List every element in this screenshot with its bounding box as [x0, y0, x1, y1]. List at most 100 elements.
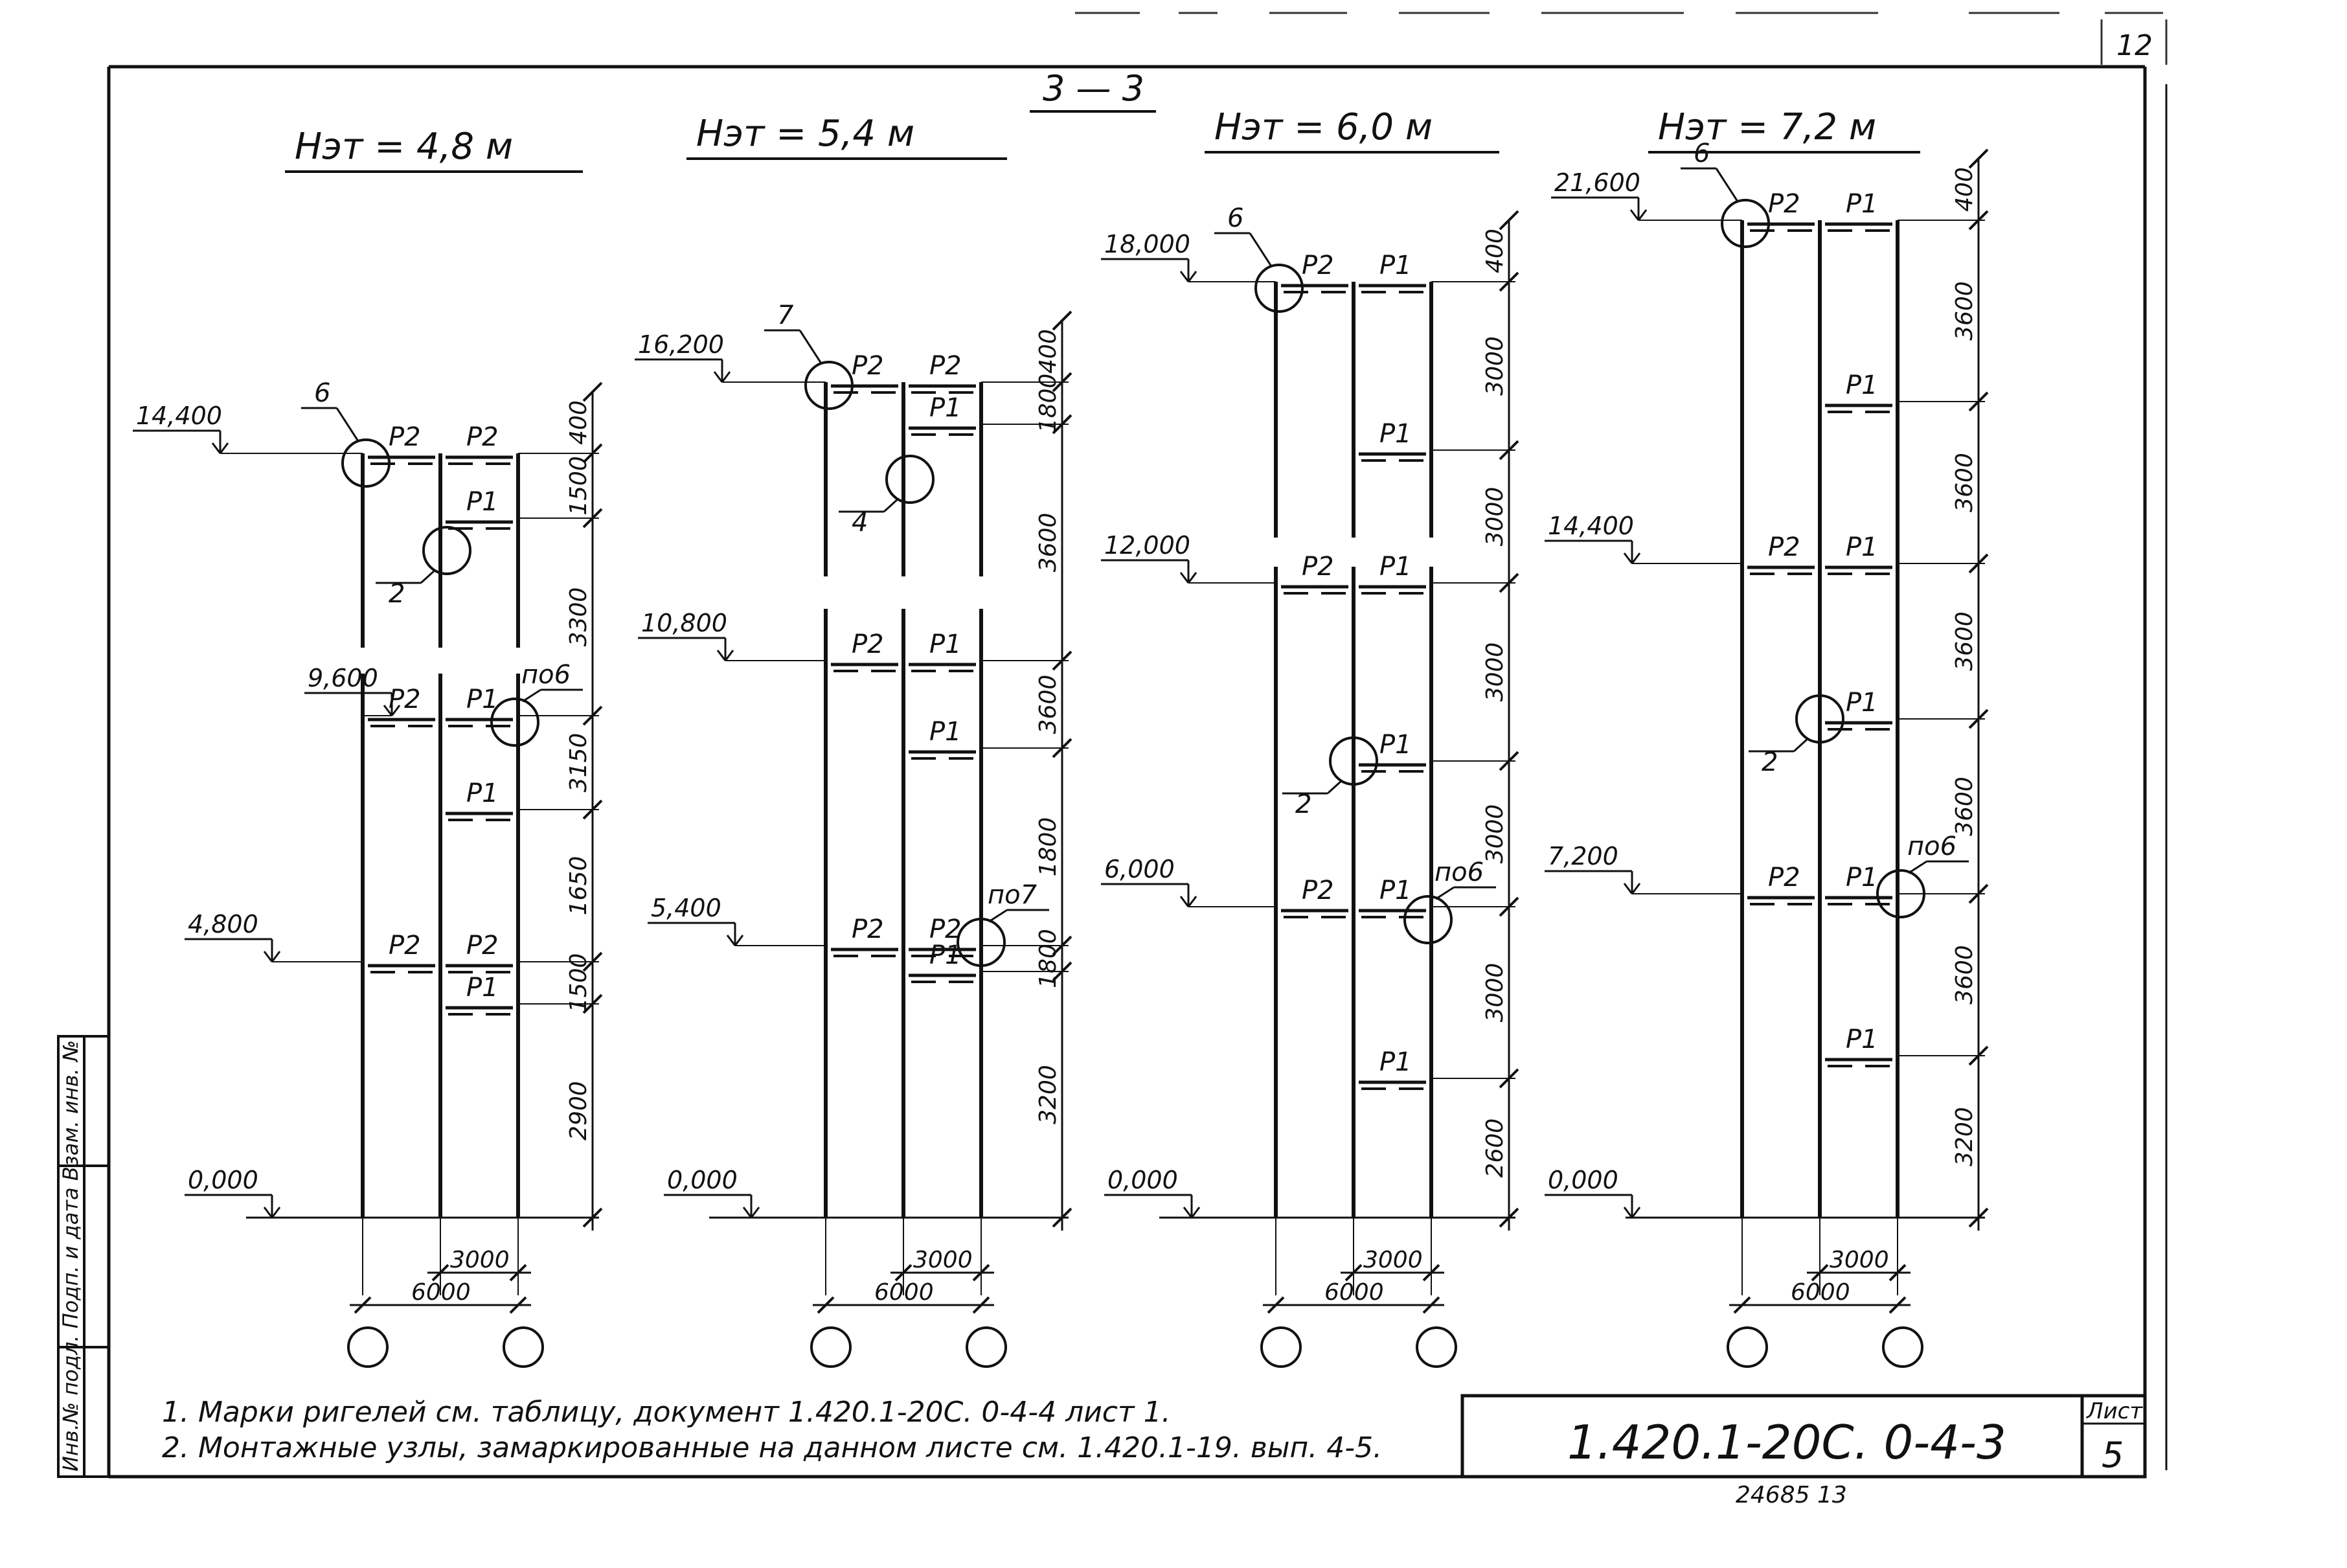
level-7: 0,000: [1104, 1166, 1515, 1218]
dimension-value: 2900: [565, 1081, 592, 1141]
dimension-tick: [582, 799, 603, 820]
node-callout: 2: [1282, 736, 1378, 819]
elevation-arrow: [271, 1207, 281, 1218]
level-7: 0,000: [1545, 1166, 1985, 1218]
beam-label: P2: [1302, 876, 1334, 905]
node-leader: [1435, 886, 1455, 900]
elevation-mark: 18,000: [1104, 230, 1190, 258]
node-label: 2: [389, 579, 405, 609]
beam-label: P1: [1379, 552, 1412, 582]
bottom-dim-3000: 3000: [450, 1247, 510, 1273]
dimension-tick: [1499, 440, 1519, 460]
level-4: P1: [446, 778, 599, 821]
node-callout: по6: [490, 660, 583, 747]
dimension-value: 1650: [565, 856, 592, 916]
elevation-arrow: [724, 650, 734, 661]
beam-label: P2: [852, 630, 884, 659]
elevation-mark: 9,600: [308, 664, 378, 692]
dimension-tick: [1968, 1207, 1989, 1228]
level-7: 0,000: [185, 1166, 599, 1218]
elevation-arrow: [1629, 209, 1640, 221]
axis-marker-circle: [503, 1326, 544, 1368]
node-callout: 2: [376, 526, 471, 609]
elevation-arrow: [391, 705, 401, 716]
node-circle: [1403, 895, 1453, 944]
elevation-arrow: [742, 1207, 753, 1218]
elevation-arrow: [721, 371, 731, 383]
node-callout: 6: [301, 378, 391, 488]
bottom-dim-3000: 3000: [913, 1247, 973, 1273]
elevation-arrow: [1179, 896, 1190, 907]
node-leader: [1793, 737, 1809, 753]
elevation-arrow: [219, 442, 229, 454]
dimension-tick: [1499, 1068, 1519, 1089]
node-callout: по7: [957, 880, 1049, 967]
dimension-tick: [1968, 391, 1989, 412]
bottom-dim-3000: 3000: [1363, 1247, 1423, 1273]
dimension-tick: [1968, 148, 1989, 169]
axis-marker-circle: [347, 1326, 389, 1368]
node-label: 6: [314, 378, 330, 408]
dimension-tick: [1499, 896, 1519, 917]
axis-marker-circle: [1260, 1326, 1302, 1368]
beam-label: P2: [929, 351, 962, 381]
beam-label: P2: [1302, 251, 1334, 280]
beam-label: P1: [1379, 730, 1412, 760]
doc-code: 1.420.1-20С. 0-4-3: [1567, 1415, 2006, 1470]
node-leader: [1908, 860, 1927, 874]
node-callout: 6: [1214, 203, 1304, 313]
elevation-mark: 14,400: [136, 402, 222, 430]
beam-label: P1: [1846, 532, 1878, 562]
beam-label: P1: [929, 393, 962, 423]
dimension-tick: [972, 1264, 990, 1282]
elevation-mark: 7,200: [1548, 842, 1618, 870]
bottom-dim-6000: 6000: [411, 1279, 471, 1306]
bottom-dim-3000: 3000: [1830, 1247, 1889, 1273]
elevation-arrow: [750, 1207, 760, 1218]
node-leader: [522, 688, 541, 703]
node-circle: [1795, 694, 1844, 744]
elevation-arrow: [1631, 1207, 1641, 1218]
dimension-value: 400: [1951, 167, 1978, 212]
axis-marker-circle: [966, 1326, 1007, 1368]
level-2: P1: [446, 487, 599, 530]
dimension-value: 1500: [565, 456, 592, 516]
elevation-arrow: [1631, 552, 1641, 564]
dimension-tick: [1052, 738, 1072, 758]
dimension-tick: [1052, 1207, 1072, 1228]
beam-label: P2: [852, 915, 884, 944]
beam-label: P1: [1846, 688, 1878, 718]
beam-label: P1: [466, 487, 499, 517]
corner-number: 12: [2116, 29, 2153, 62]
bottom-number: 24685 13: [1736, 1482, 1847, 1508]
dimension-tick: [1968, 1045, 1989, 1066]
sheet-label: Лист: [2085, 1398, 2143, 1424]
elevation-arrow: [263, 1207, 273, 1218]
elevation-arrow: [211, 442, 221, 454]
node-callout: по6: [1876, 832, 1969, 918]
elevation-arrow: [713, 371, 723, 383]
node-label: по6: [1434, 858, 1484, 887]
beam-label: P2: [389, 685, 421, 714]
node-circle: [422, 526, 471, 575]
beam-label: P1: [1379, 419, 1412, 449]
node-circle: [1876, 869, 1925, 918]
node-callout: 6: [1681, 139, 1770, 248]
dimension-tick: [1499, 210, 1519, 231]
node-leader: [988, 909, 1008, 923]
dimension-tick: [1499, 1207, 1519, 1228]
elevation-mark: 0,000: [1548, 1166, 1618, 1194]
dimension-value: 3600: [1035, 513, 1061, 573]
dimension-tick: [1052, 935, 1072, 956]
beam-label: P2: [389, 931, 421, 960]
side-stamp: [57, 1035, 110, 1478]
dimension-value: 1800: [1035, 817, 1061, 877]
axis-marker-circle: [810, 1326, 852, 1368]
level-6: P1: [1825, 1025, 1985, 1067]
level-4: P1: [1359, 730, 1515, 773]
